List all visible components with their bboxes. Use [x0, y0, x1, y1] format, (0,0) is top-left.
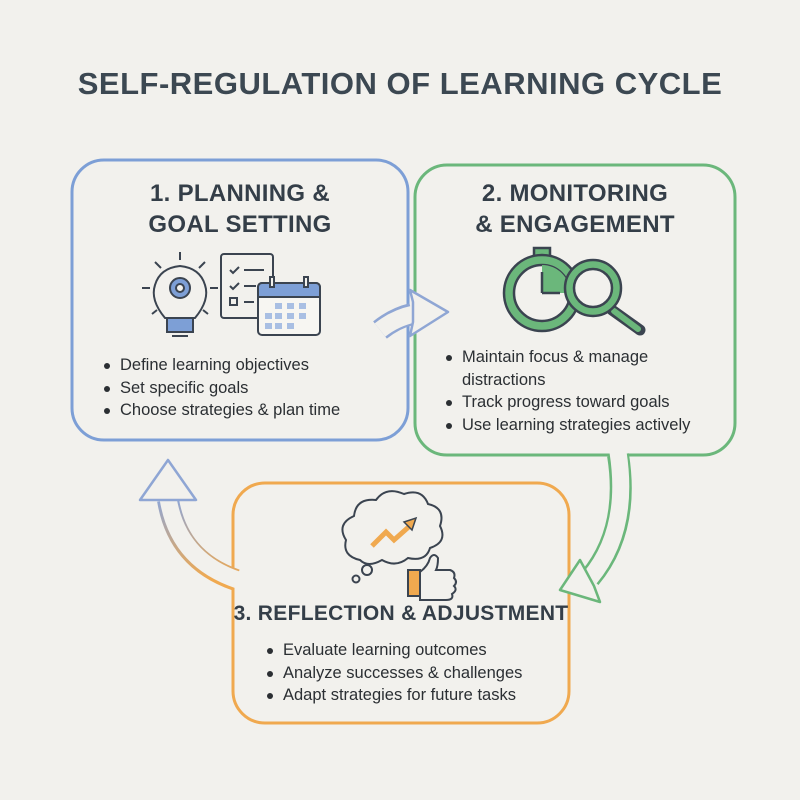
- reflection-box: [231, 481, 571, 725]
- reflection-bullets: Evaluate learning outcomes Analyze succe…: [263, 639, 522, 707]
- list-item: Analyze successes & challenges: [263, 662, 522, 685]
- calendar-icon: [257, 276, 321, 336]
- thumbs-up-icon: [407, 554, 457, 601]
- list-item: Adapt strategies for future tasks: [263, 684, 522, 707]
- monitoring-heading: 2. MONITORING & ENGAGEMENT: [415, 178, 735, 240]
- planning-box: [70, 158, 410, 442]
- list-item-continuation: distractions: [462, 370, 546, 389]
- stopwatch-icon: [502, 246, 582, 333]
- list-item: Evaluate learning outcomes: [263, 639, 522, 662]
- monitoring-bullets: Maintain focus & manage distractions Tra…: [442, 346, 690, 436]
- page-title: SELF-REGULATION OF LEARNING CYCLE: [77, 66, 723, 101]
- lightbulb-gear-icon: [142, 252, 218, 337]
- list-item: Track progress toward goals: [442, 391, 690, 414]
- list-item: Use learning strategies actively: [442, 414, 690, 437]
- monitoring-heading-line2: & ENGAGEMENT: [475, 211, 675, 238]
- planning-heading-line1: 1. PLANNING &: [150, 180, 330, 207]
- list-item: Maintain focus & manage: [442, 346, 690, 369]
- magnifying-glass-icon: [563, 258, 646, 336]
- planning-heading-line2: GOAL SETTING: [148, 211, 332, 238]
- arrow-reflection-to-planning: [138, 458, 241, 591]
- list-item: Define learning objectives: [100, 354, 340, 377]
- arrow-monitoring-to-reflection: [558, 450, 632, 604]
- thought-cloud-trend-icon: [341, 490, 444, 584]
- arrow-planning-to-monitoring: [373, 288, 450, 339]
- planning-bullets: Define learning objectives Set specific …: [100, 354, 340, 422]
- list-item: Choose strategies & plan time: [100, 399, 340, 422]
- list-item: Set specific goals: [100, 377, 340, 400]
- reflection-heading-line1: 3. REFLECTION & ADJUSTMENT: [233, 602, 569, 625]
- monitoring-heading-line1: 2. MONITORING: [481, 180, 669, 207]
- planning-heading: 1. PLANNING & GOAL SETTING: [72, 178, 408, 240]
- reflection-heading: 3. REFLECTION & ADJUSTMENT: [233, 598, 569, 629]
